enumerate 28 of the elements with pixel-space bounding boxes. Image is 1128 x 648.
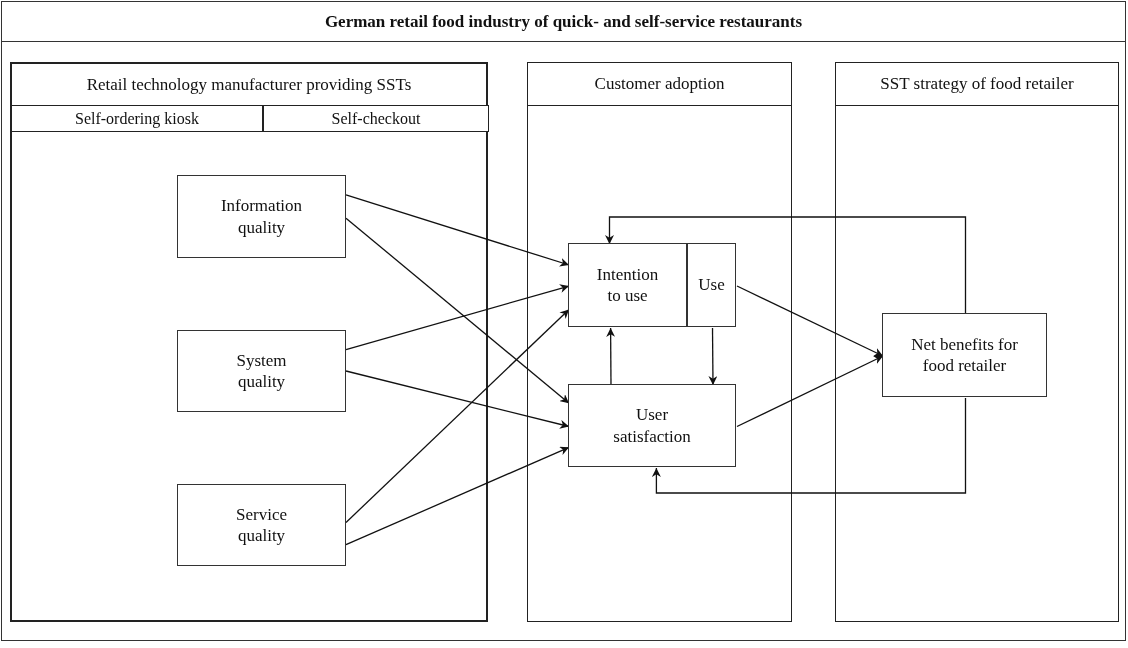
arrow — [345, 446, 570, 546]
lane-heading: SST strategy of food retailer — [879, 73, 1075, 95]
arrow — [708, 327, 718, 386]
lane-heading: Customer adoption — [593, 73, 726, 95]
construct-box: Service quality — [177, 484, 346, 566]
arrow — [345, 284, 570, 351]
arrow — [345, 217, 570, 404]
arrow — [736, 285, 884, 357]
construct-box: Intention to use — [568, 243, 687, 327]
arrow — [345, 194, 570, 267]
arrow — [345, 370, 570, 429]
swimlane — [10, 62, 488, 622]
construct-box: Information quality — [177, 175, 346, 258]
header-cell: Self-ordering kiosk — [11, 105, 263, 132]
arrow — [605, 216, 967, 315]
construct-box: System quality — [177, 330, 346, 412]
swimlane — [835, 62, 1119, 622]
construct-box: User satisfaction — [568, 384, 736, 467]
swimlane — [527, 62, 792, 622]
frame-heading: German retail food industry of quick- and self-service restaurants — [324, 11, 803, 32]
header-cell: Self-checkout — [263, 105, 489, 132]
arrow — [736, 355, 884, 428]
arrow — [651, 397, 967, 494]
construct-box: Net benefits for food retailer — [882, 313, 1047, 397]
arrow — [606, 327, 616, 386]
lane-heading: Retail technology manufacturer providing SSTs — [85, 74, 413, 96]
arrow — [345, 308, 570, 524]
construct-box: Use — [687, 243, 736, 327]
